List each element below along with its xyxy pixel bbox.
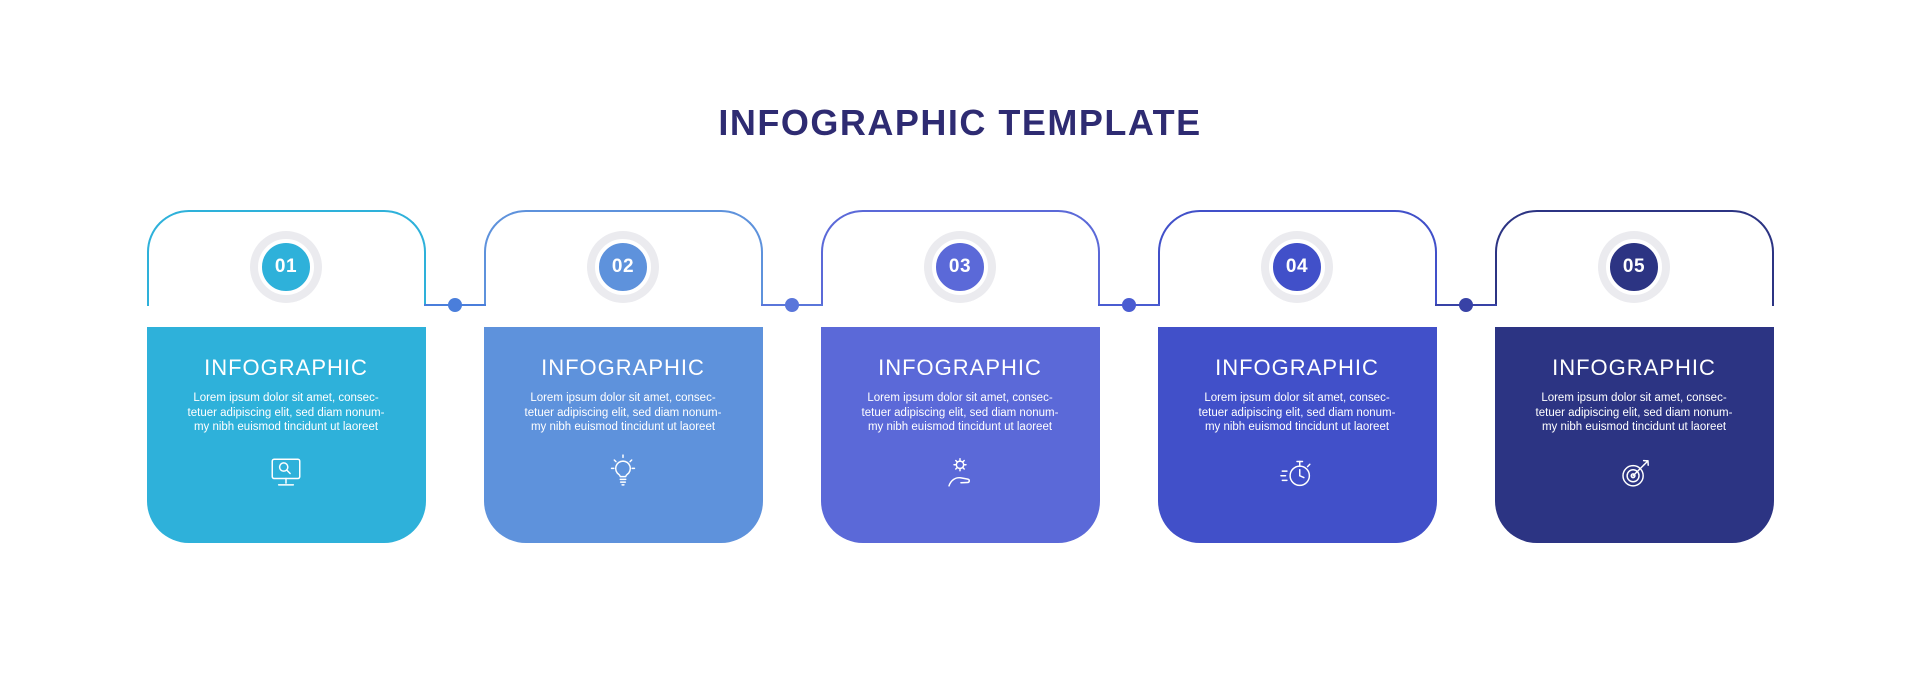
step-4: 04 INFOGRAPHIC Lorem ipsum dolor sit ame… bbox=[1157, 210, 1437, 543]
infographic-container: INFOGRAPHIC TEMPLATE 01 INFOGRAPHIC Lore… bbox=[146, 0, 1774, 543]
step-5: 05 INFOGRAPHIC Lorem ipsum dolor sit ame… bbox=[1494, 210, 1774, 543]
step-1-number-badge: 01 bbox=[258, 239, 314, 295]
step-4-description: Lorem ipsum dolor sit amet, consec- tetu… bbox=[1198, 392, 1396, 433]
steps-row: 01 INFOGRAPHIC Lorem ipsum dolor sit ame… bbox=[146, 210, 1774, 543]
step-3-card: INFOGRAPHIC Lorem ipsum dolor sit amet, … bbox=[820, 327, 1100, 543]
step-4-card: INFOGRAPHIC Lorem ipsum dolor sit amet, … bbox=[1157, 327, 1437, 543]
step-4-number-badge: 04 bbox=[1269, 239, 1325, 295]
connector-dot-4 bbox=[1458, 298, 1473, 312]
step-3-outline: 03 bbox=[820, 210, 1100, 306]
step-5-number-ring: 05 bbox=[1598, 231, 1670, 303]
step-4-heading: INFOGRAPHIC bbox=[1215, 355, 1379, 380]
step-4-number: 04 bbox=[1285, 256, 1309, 277]
step-5-card: INFOGRAPHIC Lorem ipsum dolor sit amet, … bbox=[1494, 327, 1774, 543]
step-1-description: Lorem ipsum dolor sit amet, consec- tetu… bbox=[187, 392, 385, 433]
step-4-outline: 04 bbox=[1157, 210, 1437, 306]
step-2-card: INFOGRAPHIC Lorem ipsum dolor sit amet, … bbox=[483, 327, 763, 543]
step-3-number-badge: 03 bbox=[932, 239, 988, 295]
step-1-outline: 01 bbox=[146, 210, 426, 306]
step-5-heading: INFOGRAPHIC bbox=[1552, 355, 1716, 380]
step-3-number-ring: 03 bbox=[924, 231, 996, 303]
step-4-number-ring: 04 bbox=[1261, 231, 1333, 303]
step-1-number: 01 bbox=[274, 256, 298, 277]
step-5-outline: 05 bbox=[1494, 210, 1774, 306]
step-2-heading: INFOGRAPHIC bbox=[541, 355, 705, 380]
hand-gear-icon bbox=[821, 451, 1100, 495]
step-3-number: 03 bbox=[948, 256, 972, 277]
connector-dot-2 bbox=[784, 298, 799, 312]
step-5-number-badge: 05 bbox=[1606, 239, 1662, 295]
connector-dot-1 bbox=[447, 298, 462, 312]
stopwatch-icon bbox=[1158, 451, 1437, 495]
monitor-search-icon bbox=[147, 451, 426, 495]
step-2-outline: 02 bbox=[483, 210, 763, 306]
step-1-number-ring: 01 bbox=[250, 231, 322, 303]
step-1-heading: INFOGRAPHIC bbox=[204, 355, 368, 380]
page-title: INFOGRAPHIC TEMPLATE bbox=[718, 102, 1202, 143]
step-2: 02 INFOGRAPHIC Lorem ipsum dolor sit ame… bbox=[483, 210, 763, 543]
step-2-number-badge: 02 bbox=[595, 239, 651, 295]
step-5-number: 05 bbox=[1622, 256, 1646, 277]
step-1-card: INFOGRAPHIC Lorem ipsum dolor sit amet, … bbox=[146, 327, 426, 543]
lightbulb-icon bbox=[484, 451, 763, 495]
step-2-description: Lorem ipsum dolor sit amet, consec- tetu… bbox=[524, 392, 722, 433]
step-5-description: Lorem ipsum dolor sit amet, consec- tetu… bbox=[1535, 392, 1733, 433]
step-2-number: 02 bbox=[611, 256, 635, 277]
target-arrow-icon bbox=[1495, 451, 1774, 495]
step-3-heading: INFOGRAPHIC bbox=[878, 355, 1042, 380]
step-3: 03 INFOGRAPHIC Lorem ipsum dolor sit ame… bbox=[820, 210, 1100, 543]
step-2-number-ring: 02 bbox=[587, 231, 659, 303]
step-1: 01 INFOGRAPHIC Lorem ipsum dolor sit ame… bbox=[146, 210, 426, 543]
connector-dot-3 bbox=[1121, 298, 1136, 312]
step-3-description: Lorem ipsum dolor sit amet, consec- tetu… bbox=[861, 392, 1059, 433]
